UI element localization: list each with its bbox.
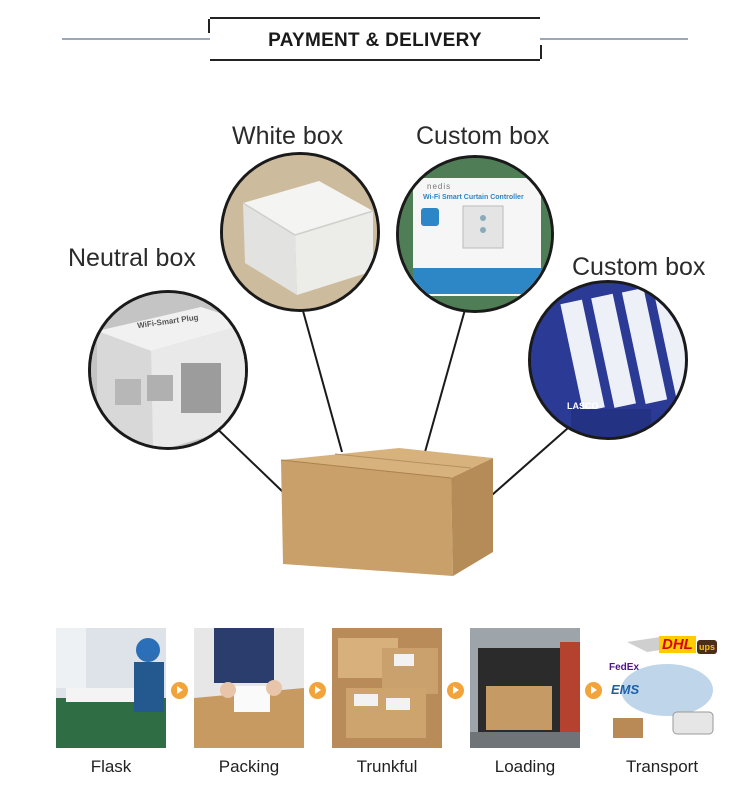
cardboard-box bbox=[280, 448, 493, 576]
arrow-icon-4 bbox=[585, 682, 602, 699]
carrier-fedex: FedEx bbox=[609, 662, 640, 673]
white-box-image bbox=[220, 152, 380, 312]
step-photo-transport: DHL ups FedEx EMS bbox=[607, 628, 717, 748]
custom-box-label-top: Custom box bbox=[416, 122, 550, 150]
white-box-label: White box bbox=[232, 122, 344, 150]
page-title: PAYMENT & DELIVERY bbox=[268, 30, 482, 51]
step-photo-packing bbox=[194, 628, 304, 748]
step-label-trunkful: Trunkful bbox=[356, 757, 418, 776]
arrow-icon-3 bbox=[447, 682, 464, 699]
step-label-transport: Transport bbox=[625, 757, 699, 776]
header-banner: PAYMENT & DELIVERY bbox=[208, 17, 542, 61]
arrow-icon-1 bbox=[171, 682, 188, 699]
step-photo-trunkful bbox=[332, 628, 442, 748]
custom-box-image-right: LASCO bbox=[528, 280, 688, 440]
step-label-flask: Flask bbox=[90, 757, 132, 776]
step-label-packing: Packing bbox=[218, 757, 280, 776]
carrier-ems: EMS bbox=[611, 682, 640, 697]
step-photo-flask bbox=[56, 628, 166, 748]
custom-box-label-right: Custom box bbox=[572, 253, 706, 281]
neutral-box-label: Neutral box bbox=[68, 244, 196, 272]
carrier-dhl: DHL bbox=[659, 636, 696, 653]
custom-package-brand: nedis bbox=[427, 182, 452, 191]
strip-brand-text: LASCO bbox=[567, 401, 599, 411]
neutral-box-image: WiFi-Smart Plug bbox=[88, 290, 248, 450]
header-line-right bbox=[540, 38, 688, 40]
arrow-icon-2 bbox=[309, 682, 326, 699]
custom-box-image-top: nedis Wi-Fi Smart Curtain Controller bbox=[396, 155, 554, 313]
carrier-ups: ups bbox=[697, 640, 717, 654]
header-line-left bbox=[62, 38, 210, 40]
step-photo-loading bbox=[470, 628, 580, 748]
step-label-loading: Loading bbox=[494, 757, 556, 776]
custom-package-title: Wi-Fi Smart Curtain Controller bbox=[423, 194, 524, 201]
